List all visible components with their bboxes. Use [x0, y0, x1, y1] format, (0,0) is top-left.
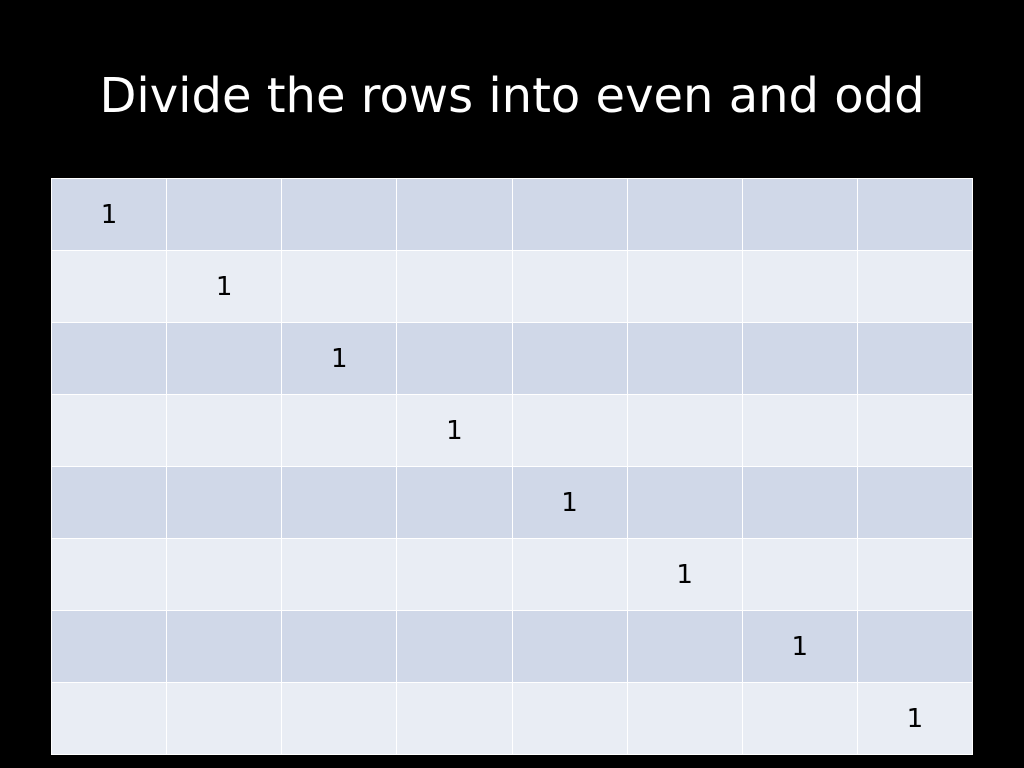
table-cell	[50, 322, 168, 395]
table-cell	[856, 178, 974, 251]
table-cell: 1	[50, 178, 168, 251]
table-cell	[396, 178, 513, 251]
table-cell	[626, 250, 743, 323]
table-cell	[166, 538, 283, 611]
table-cell	[166, 466, 283, 539]
table-cell	[741, 394, 858, 467]
table-cell	[281, 250, 398, 323]
table-cell	[166, 178, 283, 251]
table-cell: 1	[281, 322, 398, 395]
table-cell	[856, 322, 974, 395]
table-cell	[50, 250, 168, 323]
table-cell	[626, 322, 743, 395]
table-cell	[626, 178, 743, 251]
table-cell: 1	[511, 466, 628, 539]
table-row: 1	[50, 178, 974, 251]
table-cell	[281, 682, 398, 755]
table-cell	[166, 322, 283, 395]
table-cell	[511, 538, 628, 611]
table-row: 1	[50, 394, 974, 467]
table-cell	[50, 538, 168, 611]
table-cell	[741, 682, 858, 755]
table-cell	[856, 538, 974, 611]
table-cell	[50, 610, 168, 683]
table-row: 1	[50, 466, 974, 539]
table-cell	[396, 682, 513, 755]
table-cell	[281, 178, 398, 251]
table-cell	[281, 394, 398, 467]
table-cell	[741, 466, 858, 539]
table-cell	[511, 682, 628, 755]
table-cell	[626, 682, 743, 755]
table-cell	[50, 682, 168, 755]
table-row: 1	[50, 538, 974, 611]
table-cell	[741, 538, 858, 611]
table-cell	[166, 682, 283, 755]
table-cell: 1	[741, 610, 858, 683]
table-cell	[511, 394, 628, 467]
table-cell	[511, 322, 628, 395]
table-cell	[856, 394, 974, 467]
table-cell	[396, 466, 513, 539]
table-cell	[396, 610, 513, 683]
table-cell	[396, 538, 513, 611]
table-cell	[511, 610, 628, 683]
table-cell	[741, 178, 858, 251]
table-cell	[856, 466, 974, 539]
table-cell	[281, 466, 398, 539]
table-cell	[281, 538, 398, 611]
table-row: 1	[50, 610, 974, 683]
table-cell	[626, 466, 743, 539]
table-row: 1	[50, 682, 974, 755]
table-cell	[856, 250, 974, 323]
table-cell	[511, 250, 628, 323]
table-cell: 1	[166, 250, 283, 323]
table-cell: 1	[626, 538, 743, 611]
table-cell	[856, 610, 974, 683]
table-cell	[741, 322, 858, 395]
table-cell	[281, 610, 398, 683]
table-cell	[626, 610, 743, 683]
table-cell	[166, 394, 283, 467]
table-cell: 1	[396, 394, 513, 467]
table-cell	[166, 610, 283, 683]
table-cell: 1	[856, 682, 974, 755]
table-cell	[741, 250, 858, 323]
table-cell	[511, 178, 628, 251]
table-cell	[626, 394, 743, 467]
table-row: 1	[50, 250, 974, 323]
table-cell	[396, 250, 513, 323]
table-cell	[396, 322, 513, 395]
table-cell	[50, 466, 168, 539]
table-cell	[50, 394, 168, 467]
slide-title: Divide the rows into even and odd	[99, 68, 925, 124]
table-row: 1	[50, 322, 974, 395]
